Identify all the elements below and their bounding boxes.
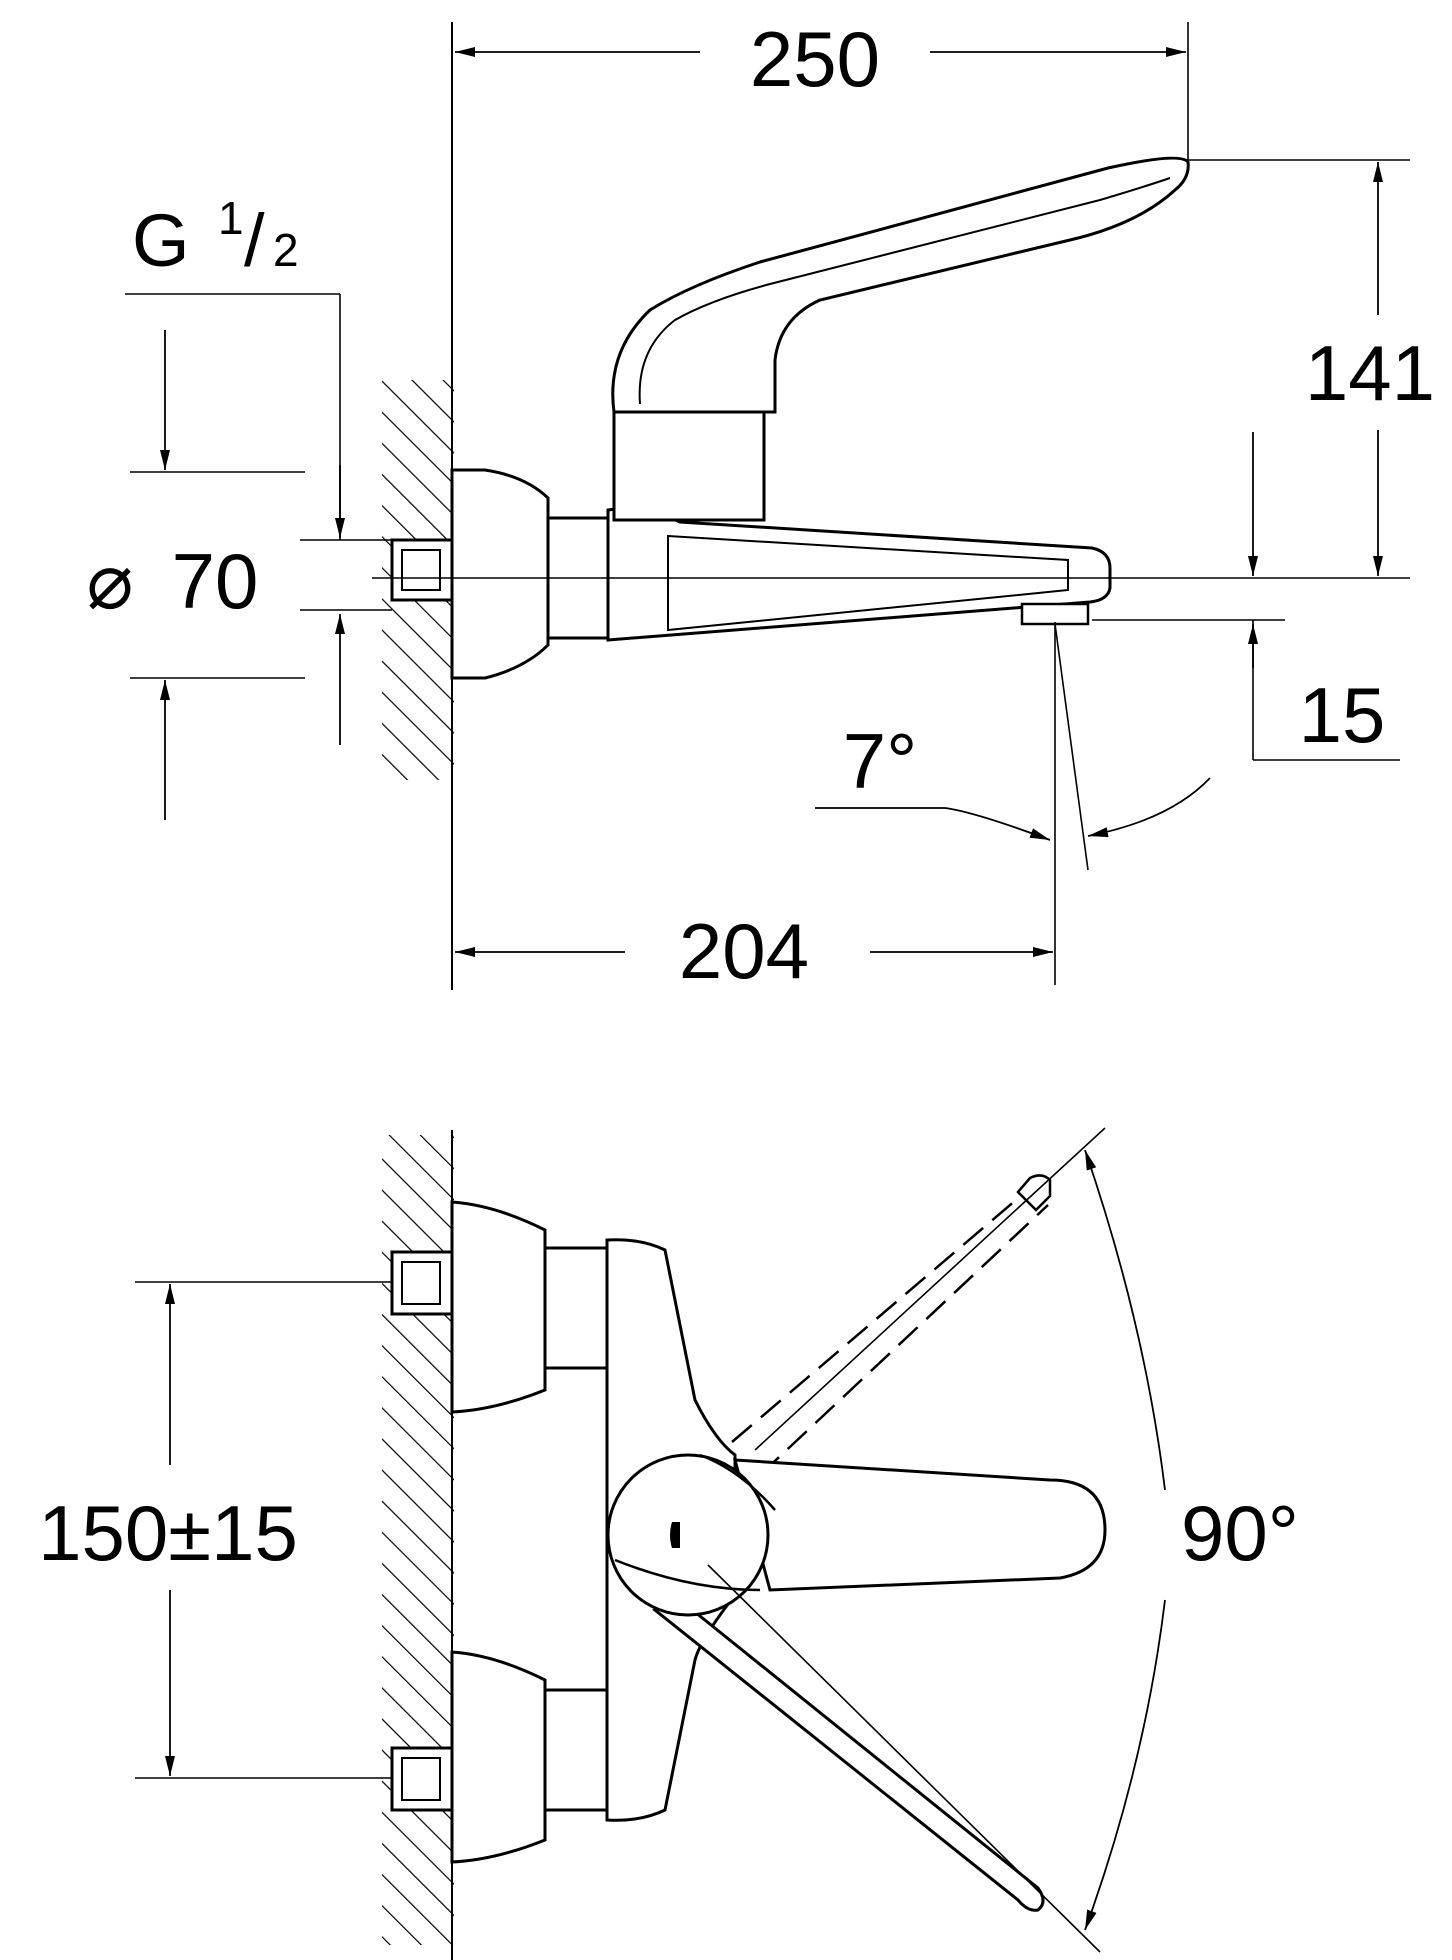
cartridge-cap (606, 1453, 770, 1617)
top-lever-swung (652, 1598, 1045, 1912)
dim-15: 15 (1299, 671, 1386, 759)
thread-separator: / (244, 199, 265, 282)
lever-housing (612, 406, 766, 522)
top-lever (733, 1458, 1107, 1592)
wall-flange (450, 468, 550, 680)
dim-7deg: 7° (843, 717, 918, 805)
diameter-value: 70 (172, 537, 259, 625)
dim-250: 250 (750, 15, 880, 103)
top-view (135, 1127, 1166, 1960)
dim-centers: 150±15 (38, 1489, 298, 1577)
dim-204: 204 (679, 907, 809, 995)
side-view (125, 22, 1410, 990)
dim-90deg: 90° (1181, 1489, 1299, 1577)
side-lever (611, 156, 1190, 414)
dimension-labels: 250 141 15 7° 204 150±15 90° G 1 / 2 ⌀ 7… (38, 15, 1435, 1577)
dim-141: 141 (1305, 329, 1435, 417)
thread-numerator: 1 (218, 192, 244, 244)
thread-denominator: 2 (273, 224, 299, 276)
thread-label: G (132, 199, 190, 282)
diameter-symbol: ⌀ (87, 537, 134, 625)
aerator (1020, 602, 1090, 626)
